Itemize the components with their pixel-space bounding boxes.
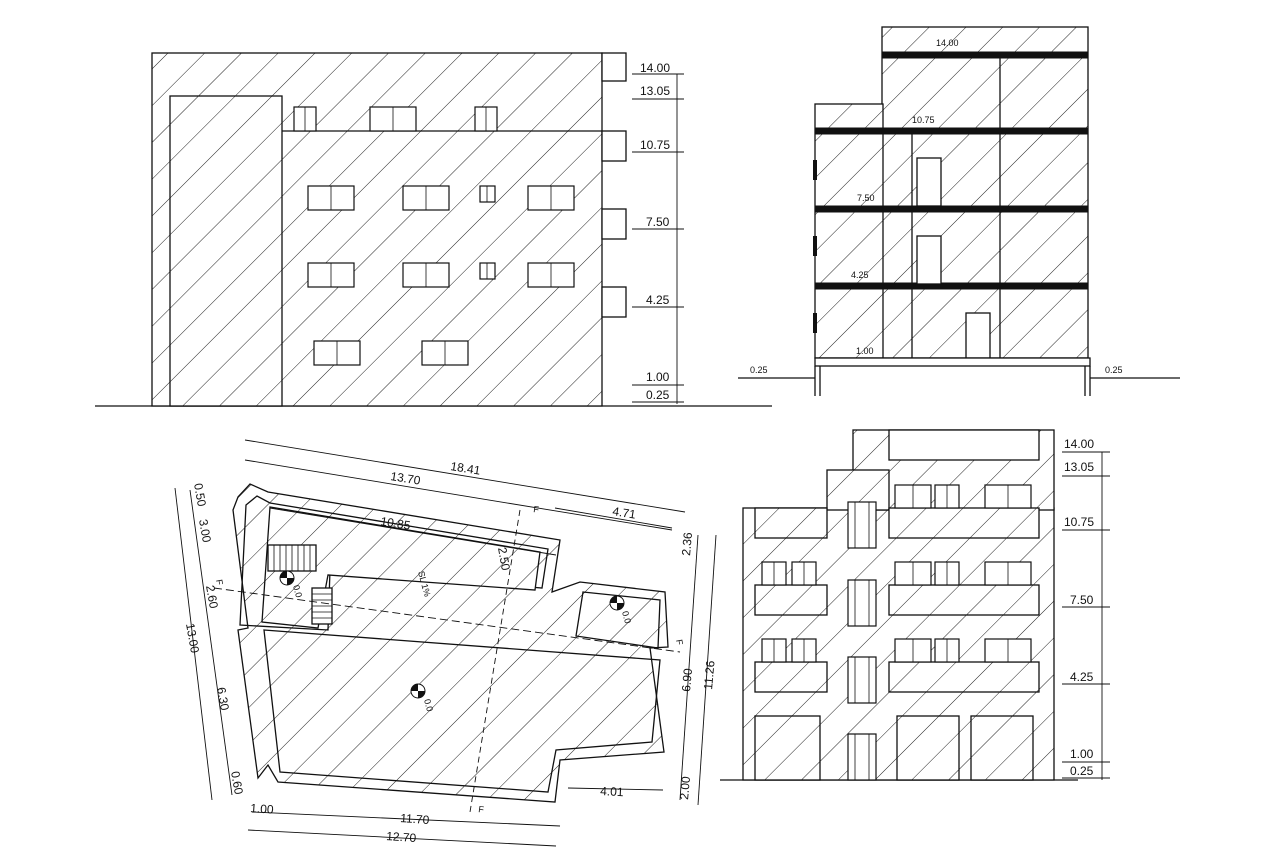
dimension-label: 2.60 [203, 584, 221, 610]
level-label: 1.00 [856, 346, 874, 356]
level-label: 10.75 [912, 115, 935, 125]
dimension-label: 3.00 [196, 518, 214, 544]
level-label: 13.05 [640, 84, 670, 98]
dimension-label: 2.36 [679, 531, 695, 556]
roof-drain-icon [279, 570, 295, 586]
door [916, 235, 942, 285]
level-label: 4.25 [851, 270, 869, 280]
level-label: 1.00 [646, 370, 670, 384]
dimension-label: 6.30 [214, 686, 232, 712]
dimension-label: 11.70 [400, 811, 430, 827]
level-label: 7.50 [646, 215, 670, 229]
dimension-label: 2.00 [677, 775, 693, 800]
building-section: 14.00 10.75 7.50 4.25 1.00 0.25 0.25 [738, 26, 1180, 396]
balcony-side [601, 286, 627, 318]
balcony-side [601, 208, 627, 240]
door [965, 312, 991, 359]
roof-drain-icon [410, 683, 426, 699]
dimension-label: 13.70 [390, 469, 422, 488]
dimension-label: 13.00 [183, 622, 202, 654]
section-mark: F [214, 579, 225, 587]
dimension-label: 4.71 [612, 504, 638, 522]
drain-level: 0.0 [291, 584, 304, 599]
section-mark: F [674, 639, 685, 647]
level-label: 14.00 [936, 38, 959, 48]
level-label: 7.50 [1070, 593, 1094, 607]
level-label: 0.25 [646, 388, 670, 402]
floor-plan: 0.0 0.0 0.0 SL 1% F F F F 18.41 13.70 4.… [174, 439, 718, 847]
section-mark: F [478, 804, 485, 815]
stair-tower [169, 95, 283, 407]
level-label: 0.25 [1070, 764, 1094, 778]
dimension-label: 0.50 [191, 482, 209, 508]
dimension-label: 0.60 [228, 770, 246, 796]
section-mark: F [533, 504, 540, 515]
dimension-label: 2.50 [495, 546, 513, 572]
level-label: 0.25 [1105, 365, 1123, 375]
window [479, 262, 496, 280]
level-label: 1.00 [1070, 747, 1094, 761]
side-elevation: 14.00 13.05 10.75 7.50 4.25 1.00 0.25 [720, 429, 1110, 781]
door [916, 157, 942, 207]
drain-level: 0.0 [422, 698, 435, 713]
balcony-side [601, 52, 627, 82]
dimension-label: 4.01 [600, 784, 624, 799]
level-label: 0.25 [750, 365, 768, 375]
level-label: 4.25 [1070, 670, 1094, 684]
level-label: 4.25 [646, 293, 670, 307]
level-label: 10.75 [1064, 515, 1094, 529]
dimension-label: 12.70 [386, 829, 417, 845]
level-label: 13.05 [1064, 460, 1094, 474]
dimension-label: 11.26 [701, 660, 718, 691]
front-elevation: 14.00 13.05 10.75 7.50 4.25 1.00 0.25 [95, 52, 772, 407]
level-label: 14.00 [1064, 437, 1094, 451]
window [479, 185, 496, 203]
level-label: 10.75 [640, 138, 670, 152]
level-label: 14.00 [640, 61, 670, 75]
dimension-label: 10.85 [380, 514, 412, 533]
balcony-side [601, 130, 627, 162]
roof-drain-icon [609, 595, 625, 611]
dimension-label: 6.90 [679, 667, 695, 692]
dimension-label: 1.00 [250, 801, 275, 817]
drain-level: 0.0 [620, 610, 633, 625]
level-label: 7.50 [857, 193, 875, 203]
dimension-label: 18.41 [450, 459, 482, 478]
